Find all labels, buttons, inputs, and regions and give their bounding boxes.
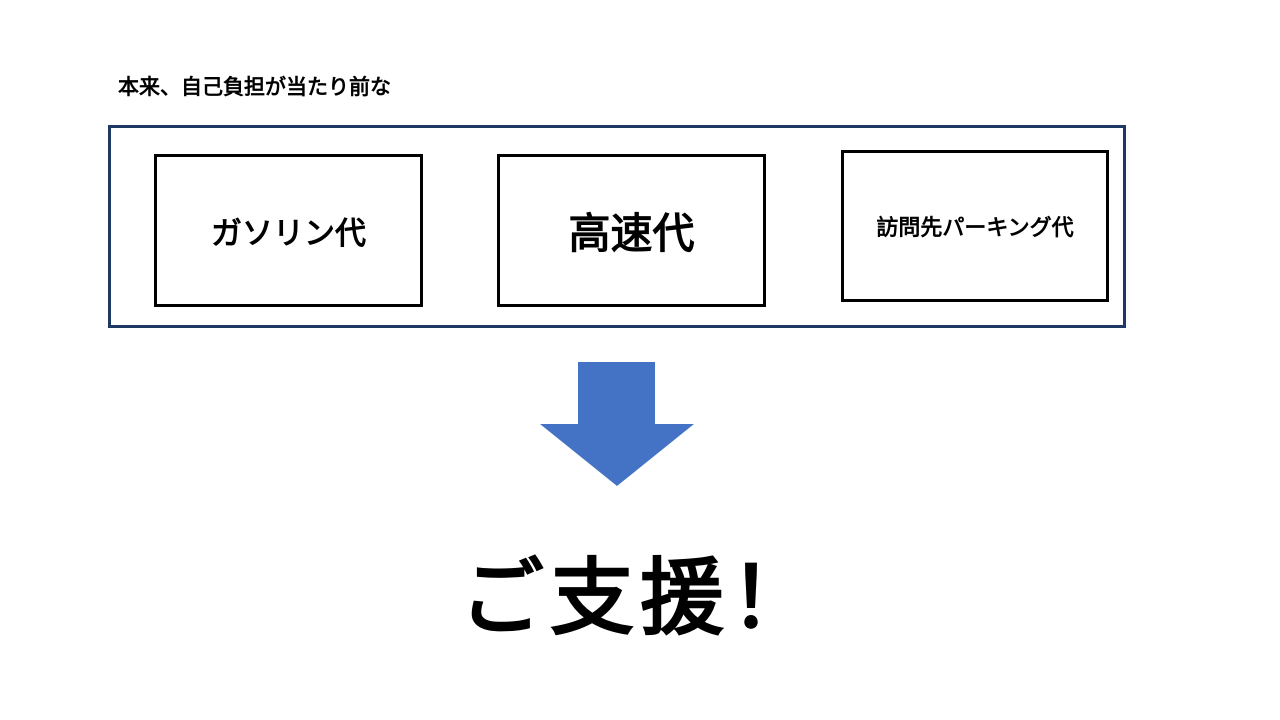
caption-text: 本来、自己負担が当たり前な [118, 75, 391, 99]
cost-items-frame [108, 125, 1126, 328]
cost-item-highway: 高速代 [497, 154, 766, 307]
headline-text: ご支援！ [459, 549, 820, 647]
cost-item-gasoline: ガソリン代 [154, 154, 423, 307]
down-arrow-icon [540, 362, 694, 486]
cost-item-parking: 訪問先パーキング代 [841, 150, 1109, 302]
down-arrow-shape [540, 362, 694, 486]
